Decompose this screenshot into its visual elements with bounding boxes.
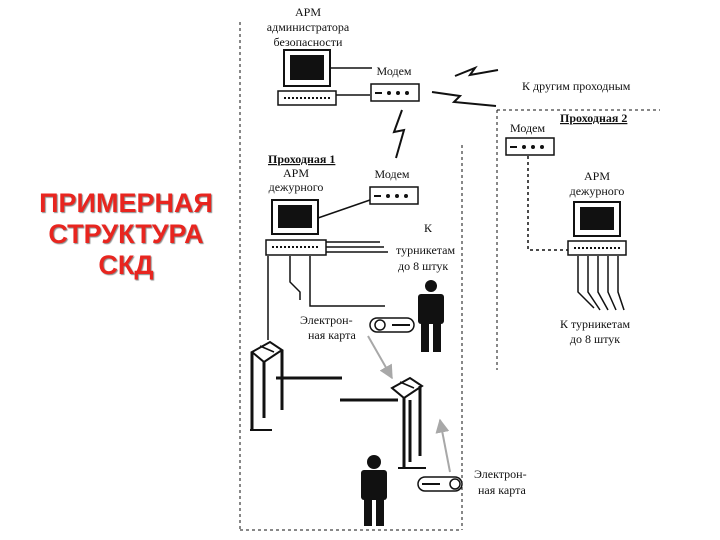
admin-ws-line-2: администратора [267, 20, 350, 34]
to-other-checkpoints-label: К другим проходным [522, 79, 631, 93]
to-turnstiles-left-line-3: до 8 штук [398, 259, 448, 273]
lightning-to-checkpoint2 [431, 91, 497, 107]
checkpoint2-duty-ws-line-1: АРМ [584, 169, 610, 183]
boundary-lines [239, 22, 660, 531]
to-turnstiles-right-line-1: К турникетам [560, 317, 631, 331]
computer-icon [265, 199, 327, 256]
title-line-1: ПРИМЕРНАЯ [39, 188, 213, 218]
turnstile-wires-left [326, 241, 388, 253]
lightning-to-other [454, 65, 499, 77]
turnstile-icon [250, 340, 342, 431]
arrow-card-to-reader-1 [367, 335, 393, 380]
checkpoint1-modem-label: Модем [374, 167, 409, 181]
computer-icon [567, 201, 627, 256]
admin-ws-line-3: безопасности [274, 35, 343, 49]
slide-title: ПРИМЕРНАЯ СТРУКТУРА СКД [8, 188, 244, 281]
wireless-links [392, 65, 499, 159]
modem-icon [370, 83, 420, 102]
checkpoint1-duty-ws-line-2: дежурного [269, 180, 324, 194]
checkpoint1: Проходная 1 АРМ дежурного Модем К турник… [265, 152, 456, 340]
electronic-card-icon [417, 476, 463, 492]
title-line-3: СКД [98, 250, 154, 280]
electronic-card-icon [369, 317, 415, 333]
checkpoint1-duty-ws-line-1: АРМ [283, 166, 309, 180]
admin-modem-label: Модем [376, 64, 411, 78]
turnstile-wires-right [577, 256, 625, 311]
card-arrows [367, 335, 451, 473]
turnstile-icon [340, 376, 426, 469]
to-turnstiles-left-line-2: турникетам [396, 243, 456, 257]
checkpoint2-modem-label: Модем [510, 121, 545, 135]
card-label-2-line-1: Электрон- [474, 467, 527, 481]
checkpoint1-name: Проходная 1 [268, 152, 335, 166]
to-turnstiles-right-line-2: до 8 штук [570, 332, 620, 346]
card-label-1-line-2: ная карта [308, 328, 356, 342]
to-turnstiles-left-line-1: К [424, 221, 433, 235]
checkpoint2-duty-ws-line-2: дежурного [570, 184, 625, 198]
person-icon [418, 280, 444, 352]
card-label-1-line-1: Электрон- [300, 313, 353, 327]
card-label-2-line-2: ная карта [478, 483, 526, 497]
admin-workstation: АРМ администратора безопасности [267, 5, 350, 106]
admin-modem: Модем [370, 64, 420, 102]
arrow-card-to-reader-2 [435, 418, 451, 473]
title-line-2: СТРУКТУРА [48, 219, 204, 249]
person-icon [361, 455, 387, 526]
modem-icon [505, 137, 555, 156]
checkpoint2-name: Проходная 2 [560, 111, 627, 125]
modem-icon [369, 186, 419, 205]
admin-ws-line-1: АРМ [295, 5, 321, 19]
computer-icon [277, 49, 337, 106]
lightning-to-checkpoint1 [392, 109, 406, 159]
checkpoint2: Проходная 2 Модем АРМ дежурного К турник… [505, 111, 631, 346]
